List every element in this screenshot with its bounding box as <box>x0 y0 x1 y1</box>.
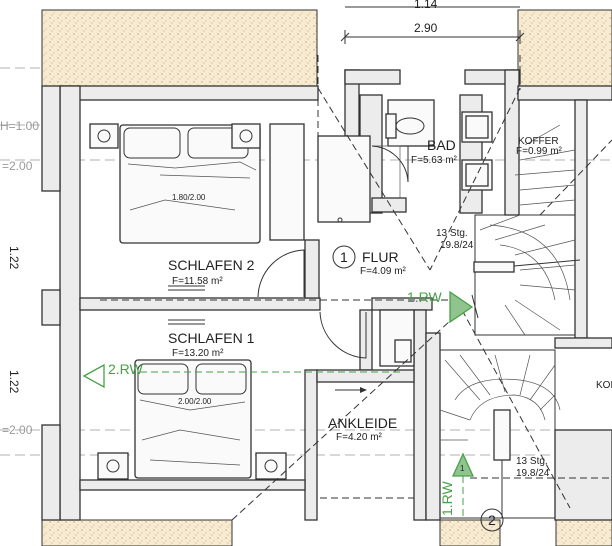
escape-rw1: 1.RW <box>407 289 443 305</box>
stair-lower-ratio: 19.8/24 <box>516 468 550 479</box>
stair-labels: 13 Stg. 19.8/24 13 Stg. 19.8/24 <box>436 228 550 479</box>
escape-labels: 1.RW 2.RW 1.RW 1 <box>108 289 465 516</box>
dimension-labels: 1.14 2.90 H=1.00 =2.00 =2.00 1.22 1.22 <box>0 0 438 437</box>
marks <box>168 245 504 532</box>
room-name-schlafen2: SCHLAFEN 2 <box>168 257 255 273</box>
bed-bottom-size: 2.00/2.00 <box>178 397 212 406</box>
stair-lower <box>439 349 561 519</box>
ceiling-dashes <box>100 55 612 521</box>
flur-number: 1 <box>340 249 348 265</box>
stair-upper-count: 13 Stg. <box>436 228 468 239</box>
stair-lower-count: 13 Stg. <box>516 456 548 467</box>
room-area-koffer: F=0.99 m² <box>516 146 563 157</box>
room-labels: BAD F=5.63 m² KOFFER F=0.99 m² 1 FLUR F=… <box>168 136 612 528</box>
bed-top-size: 1.80/2.00 <box>172 193 206 202</box>
escape-rw2: 2.RW <box>108 361 144 377</box>
dim-left-level-b: =2.00 <box>2 423 33 437</box>
dim-top-overall: 1.14 <box>414 0 438 11</box>
room-name-ankleide: ANKLEIDE <box>328 415 397 431</box>
circle-2-number: 2 <box>488 512 496 528</box>
room-area-schlafen1: F=13.20 m² <box>172 348 224 359</box>
escape-arrows <box>82 290 479 520</box>
escape-marker-1: 1 <box>460 464 465 473</box>
dim-top-width: 2.90 <box>414 21 438 35</box>
room-name-kof-edge: KOF <box>596 380 612 391</box>
escape-rw-vertical: 1.RW <box>439 480 455 516</box>
dim-left-level-a: =2.00 <box>2 159 33 173</box>
room-area-flur: F=4.09 m² <box>360 266 407 277</box>
room-area-bad: F=5.63 m² <box>411 155 458 166</box>
roof-insulation-top <box>41 9 612 546</box>
bed-top <box>89 123 261 244</box>
room-name-schlafen1: SCHLAFEN 1 <box>168 330 255 346</box>
bathroom-fixtures <box>317 99 493 223</box>
dim-left-vert-a: 1.22 <box>7 246 21 270</box>
room-name-koffer: KOFFER <box>518 136 559 147</box>
dim-left-h: H=1.00 <box>0 119 39 133</box>
bed-labels: 1.80/2.00 2.00/2.00 <box>172 193 212 406</box>
top-dimension <box>340 6 525 44</box>
room-name-flur: FLUR <box>362 249 399 265</box>
room-area-schlafen2: F=11.58 m² <box>172 276 223 287</box>
dim-left-vert-b: 1.22 <box>7 370 21 394</box>
doors <box>257 145 409 359</box>
bed-bottom <box>97 359 287 480</box>
stair-upper-ratio: 19.8/24 <box>440 240 474 251</box>
room-name-bad: BAD <box>427 137 456 153</box>
room-area-ankleide: F=4.20 m² <box>336 432 383 443</box>
stair-upper <box>473 124 581 336</box>
